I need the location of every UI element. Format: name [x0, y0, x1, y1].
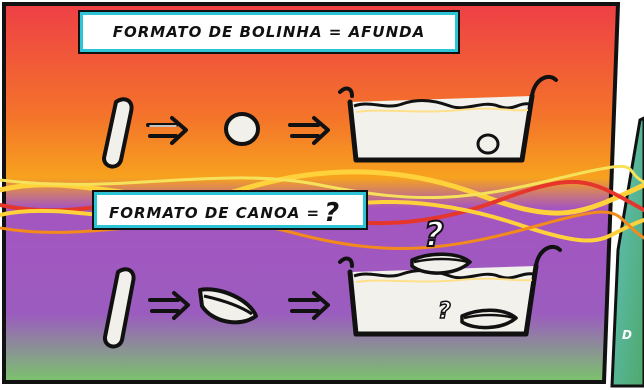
arrow-icon — [288, 116, 330, 145]
question-mark-icon: ? — [424, 215, 444, 255]
clay-boat-icon — [460, 308, 518, 330]
clay-boat-icon — [198, 287, 258, 325]
arrow-icon — [148, 291, 190, 320]
clay-cylinder-icon — [102, 97, 134, 169]
arrow-icon — [288, 291, 330, 320]
clay-ball-icon — [224, 112, 260, 146]
caption-canoe: FORMATO DE CANOA =? — [94, 192, 366, 228]
clay-boat-icon — [410, 252, 472, 275]
caption-canoe-text: FORMATO DE CANOA = — [109, 204, 321, 222]
adjacent-panel-text: D — [622, 328, 632, 342]
question-mark-icon: ? — [438, 299, 451, 324]
caption-question-mark: ? — [324, 198, 341, 228]
caption-sinks: FORMATO DE BOLINHA = AFUNDA — [80, 12, 458, 52]
clay-ball-icon — [476, 133, 500, 155]
clay-cylinder-icon — [103, 267, 136, 349]
arrow-icon — [146, 116, 188, 145]
